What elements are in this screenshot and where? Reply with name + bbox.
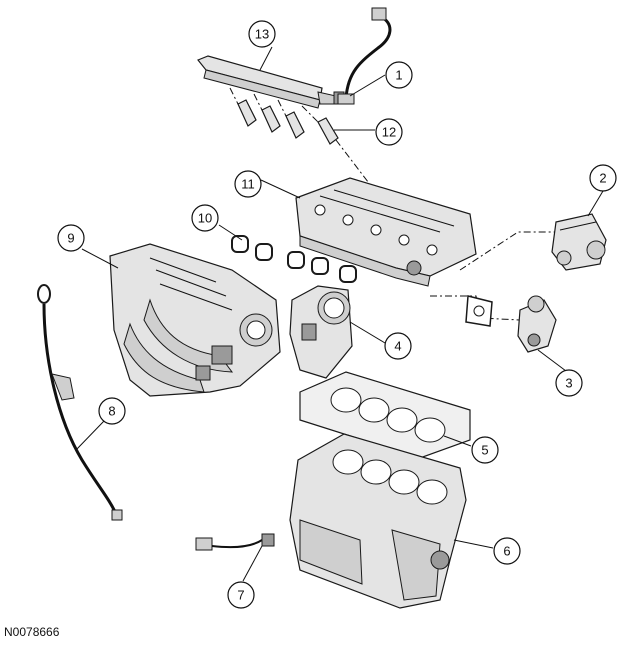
sensor-harness [195,533,275,551]
callout-9: 9 [57,224,85,252]
oil-dipstick-tube [37,284,123,521]
callout-7: 7 [227,581,255,609]
callout-6-label: 6 [503,544,510,559]
egr-gasket [465,295,493,327]
egr-valve [517,295,557,353]
callout-2: 2 [589,164,617,192]
egr-cooler-module [551,213,607,271]
throttle-body [289,285,353,379]
callout-2-label: 2 [599,171,606,186]
cylinder-head-gasket [299,371,471,459]
fuel-injectors [229,87,339,145]
fuel-rail [197,55,345,109]
cylinder-block [289,433,467,609]
callout-3: 3 [555,369,583,397]
intake-manifold [109,243,281,397]
fuel-supply-hose [337,7,392,105]
callout-10-label: 10 [198,211,212,226]
figure-id: N0078666 [4,625,60,639]
callout-3-label: 3 [565,376,572,391]
callout-8: 8 [98,397,126,425]
callout-12-label: 12 [382,125,396,140]
leader-lines [75,46,604,582]
callout-1: 1 [385,61,413,89]
callout-4: 4 [384,332,412,360]
callout-7-label: 7 [237,588,244,603]
callout-11: 11 [234,170,262,198]
callout-6: 6 [493,537,521,565]
callout-9-label: 9 [67,231,74,246]
intake-gaskets [231,235,357,283]
callout-1-label: 1 [395,68,402,83]
callout-4-label: 4 [394,339,401,354]
callout-12: 12 [375,118,403,146]
callout-11-label: 11 [241,177,255,192]
callout-8-label: 8 [108,404,115,419]
cylinder-head [295,177,477,287]
callout-5: 5 [471,436,499,464]
callout-10: 10 [191,204,219,232]
callout-13-label: 13 [255,27,269,42]
callout-5-label: 5 [481,443,488,458]
callout-13: 13 [248,20,276,48]
